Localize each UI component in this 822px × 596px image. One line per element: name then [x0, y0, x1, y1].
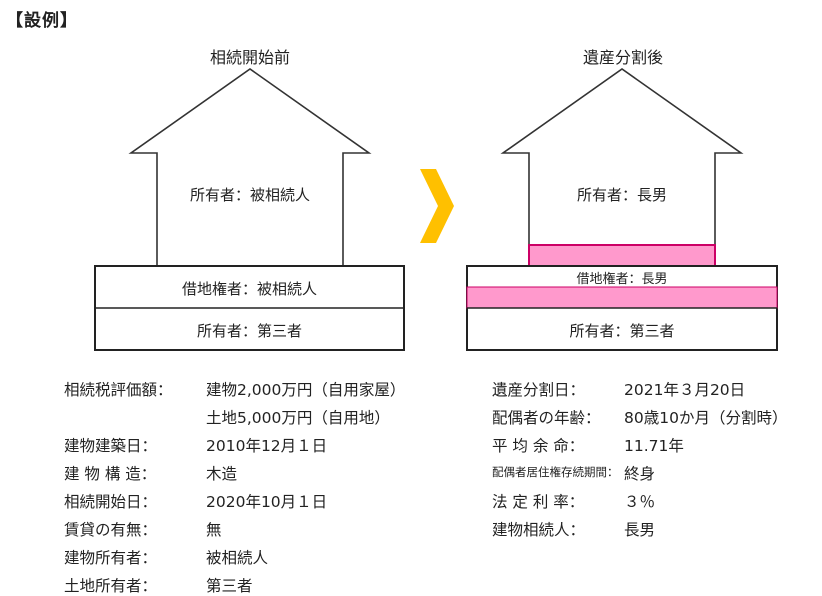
detail-label: 土地所有者：	[64, 577, 158, 595]
after-land-highlight	[466, 286, 778, 309]
detail-label: 遺産分割日：	[492, 381, 586, 399]
detail-value: 第三者	[206, 577, 253, 595]
detail-value: 80歳10か月（分割時）	[624, 409, 788, 427]
detail-value: 無	[206, 521, 222, 539]
before-land-owner: 所有者：第三者	[196, 322, 302, 340]
before-house-shape	[128, 68, 372, 267]
before-leasehold-holder: 借地権者：被相続人	[181, 280, 317, 298]
detail-label: 建物建築日：	[64, 437, 158, 455]
detail-label: 配偶者の年齢：	[492, 409, 601, 427]
heading: 【設例】	[6, 11, 78, 31]
detail-value: ３％	[624, 493, 656, 511]
after-title: 遺産分割後	[582, 48, 663, 67]
detail-label: 相続開始日：	[64, 493, 158, 511]
detail-label: 建 物 構 造：	[64, 465, 157, 483]
detail-value: 2020年10月１日	[206, 493, 328, 511]
before-house-owner: 所有者：被相続人	[189, 186, 310, 204]
detail-value: 2021年３月20日	[624, 381, 746, 399]
detail-label: 配偶者居住権存続期間：	[492, 465, 619, 479]
after-house-highlight	[528, 244, 716, 267]
detail-label: 建物所有者：	[64, 549, 158, 567]
detail-value: 11.71年	[624, 437, 684, 455]
detail-value: 終身	[624, 465, 656, 483]
detail-value: 木造	[206, 465, 238, 483]
detail-label: 法 定 利 率：	[492, 493, 585, 511]
after-house-owner: 所有者：長男	[576, 186, 667, 204]
after-land-owner: 所有者：第三者	[569, 322, 675, 340]
arrow-icon	[420, 169, 454, 243]
before-title: 相続開始前	[209, 48, 290, 67]
detail-value: 建物2,000万円（自用家屋）	[206, 381, 406, 399]
after-leasehold-holder: 借地権者：長男	[576, 272, 668, 287]
detail-label: 建物相続人：	[492, 521, 586, 539]
detail-value: 被相続人	[206, 549, 269, 567]
detail-value: 2010年12月１日	[206, 437, 328, 455]
detail-value: 長男	[624, 521, 656, 539]
after-house-shape	[500, 68, 744, 267]
detail-label: 賃貸の有無：	[64, 521, 158, 539]
detail-value: 土地5,000万円（自用地）	[206, 409, 390, 427]
detail-label: 相続税評価額：	[64, 381, 173, 399]
detail-label: 平 均 余 命：	[492, 437, 585, 455]
